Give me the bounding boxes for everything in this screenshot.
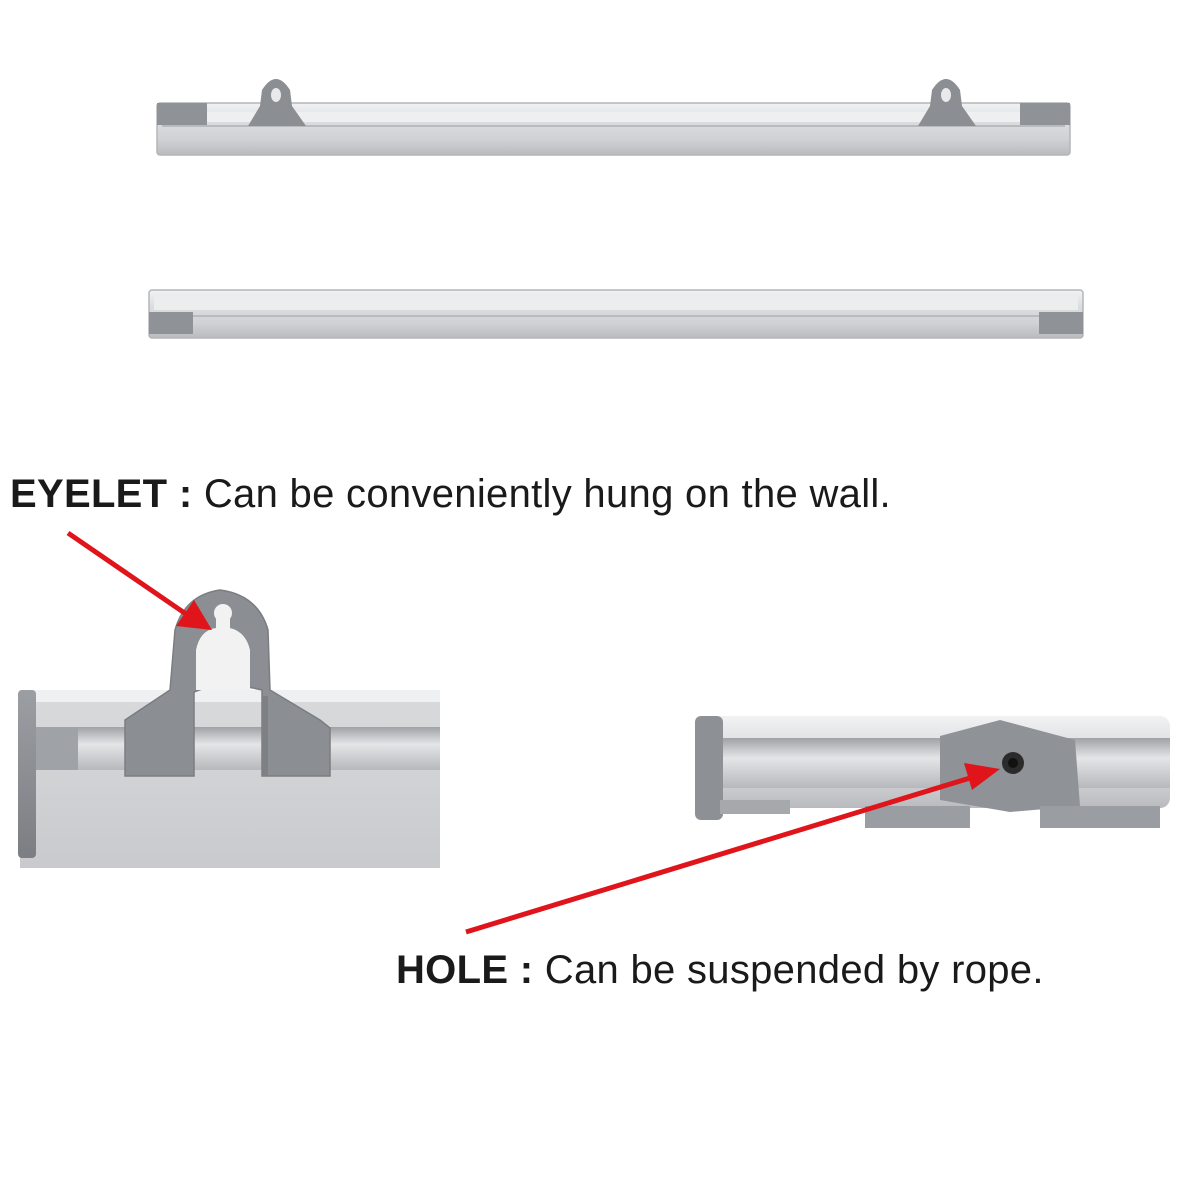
eyelet-arrow bbox=[66, 530, 212, 630]
rail-top bbox=[156, 102, 1071, 156]
hole-term: HOLE bbox=[396, 948, 509, 992]
eyelet-closeup bbox=[18, 589, 440, 868]
hole-description: Can be suspended by rope. bbox=[544, 948, 1044, 992]
eyelet-left-small bbox=[248, 79, 306, 126]
rail-bottom bbox=[148, 289, 1084, 339]
eyelet-callout: EYELET : Can be conveniently hung on the… bbox=[10, 470, 891, 518]
hole-separator: : bbox=[519, 948, 534, 992]
eyelet-right-small bbox=[918, 79, 976, 126]
hole-callout: HOLE : Can be suspended by rope. bbox=[396, 946, 1044, 994]
hole-arrow bbox=[465, 763, 1000, 935]
eyelet-term: EYELET bbox=[10, 472, 168, 516]
hole-closeup bbox=[695, 716, 1170, 828]
eyelet-description: Can be conveniently hung on the wall. bbox=[203, 472, 891, 516]
eyelet-separator: : bbox=[178, 472, 193, 516]
